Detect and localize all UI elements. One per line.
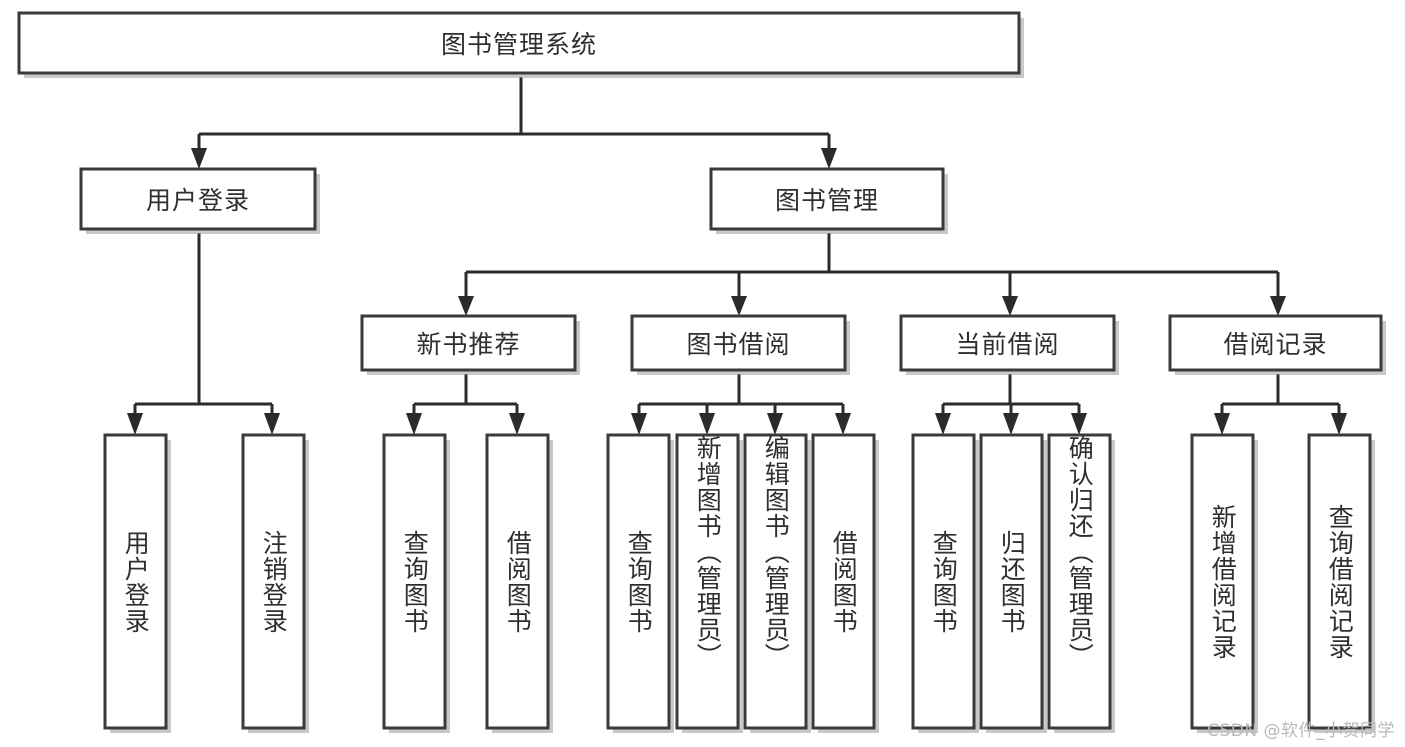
arrow-to-book-borrow — [731, 296, 747, 316]
node-borrow-record[interactable] — [1168, 314, 1386, 375]
new-book-rec-box[interactable] — [360, 314, 577, 372]
connector-group-root-to-level2 — [191, 77, 837, 169]
arrow-to-leaf-query-book-rec — [406, 413, 422, 435]
arrow-to-leaf-borrow-book-rec — [509, 413, 525, 435]
current-borrow-box[interactable] — [899, 314, 1116, 372]
leaf-borrow-book-bb-box[interactable] — [811, 433, 876, 730]
node-leaf-return-book[interactable] — [979, 433, 1047, 733]
leaf-add-book-box[interactable] — [675, 433, 740, 730]
arrow-to-leaf-edit-book — [767, 413, 783, 435]
node-leaf-query-book-cb[interactable] — [911, 433, 979, 733]
leaf-return-book-box[interactable] — [979, 433, 1044, 730]
arrow-to-leaf-query-book-cb — [935, 413, 951, 435]
arrow-to-user-login — [191, 148, 207, 169]
node-leaf-add-record[interactable] — [1190, 433, 1258, 733]
node-leaf-borrow-book-bb[interactable] — [811, 433, 879, 733]
leaf-edit-book-box[interactable] — [743, 433, 808, 730]
book-borrow-box[interactable] — [630, 314, 847, 372]
node-book-manage[interactable] — [709, 167, 948, 234]
arrow-to-leaf-query-book-bb — [631, 413, 647, 435]
node-leaf-query-record[interactable] — [1307, 433, 1375, 733]
root-box[interactable] — [17, 11, 1021, 75]
user-login-box[interactable] — [79, 167, 317, 231]
node-new-book-rec[interactable] — [360, 314, 580, 375]
arrow-to-current-borrow — [1002, 296, 1018, 316]
arrow-to-leaf-user-login — [127, 413, 143, 435]
leaf-query-book-rec-box[interactable] — [382, 433, 447, 730]
leaf-query-book-bb-box[interactable] — [606, 433, 671, 730]
arrow-to-leaf-logout — [264, 413, 280, 435]
node-user-login[interactable] — [79, 167, 320, 234]
arrow-to-leaf-confirm-return — [1071, 413, 1087, 435]
arrow-to-leaf-borrow-book-bb — [835, 413, 851, 435]
watermark-text: CSDN @软件_小贺同学 — [1207, 721, 1395, 741]
leaf-add-record-box[interactable] — [1190, 433, 1255, 730]
node-leaf-confirm-return[interactable] — [1047, 433, 1115, 733]
arrow-to-leaf-add-record — [1214, 413, 1230, 435]
arrow-to-borrow-record — [1270, 296, 1286, 316]
node-leaf-add-book[interactable] — [675, 433, 743, 733]
node-leaf-query-book-bb[interactable] — [606, 433, 674, 733]
leaf-borrow-book-rec-box[interactable] — [485, 433, 550, 730]
node-leaf-user-login[interactable] — [103, 433, 171, 733]
arrow-to-leaf-query-record — [1331, 413, 1347, 435]
arrow-to-leaf-return-book — [1003, 413, 1019, 435]
leaf-query-book-cb-box[interactable] — [911, 433, 976, 730]
connector-group-new-book-rec-to-leaves — [406, 374, 525, 435]
node-leaf-query-book-rec[interactable] — [382, 433, 450, 733]
connector-group-current-borrow-to-leaves — [935, 374, 1087, 435]
arrow-to-leaf-add-book — [699, 413, 715, 435]
leaf-user-login-box[interactable] — [103, 433, 168, 730]
node-book-borrow[interactable] — [630, 314, 850, 375]
node-leaf-edit-book[interactable] — [743, 433, 811, 733]
connector-group-book-manage-to-level3 — [458, 233, 1286, 316]
connector-group-borrow-record-to-leaves — [1214, 374, 1347, 435]
leaf-confirm-return-box[interactable] — [1047, 433, 1112, 730]
leaf-logout-box[interactable] — [241, 433, 306, 730]
node-current-borrow[interactable] — [899, 314, 1119, 375]
node-leaf-logout[interactable] — [241, 433, 309, 733]
arrow-to-book-manage — [821, 148, 837, 169]
connector-group-book-borrow-to-leaves — [631, 374, 851, 435]
connector-group-user-login-to-leaves — [127, 233, 280, 435]
leaf-query-record-box[interactable] — [1307, 433, 1372, 730]
book-manage-box[interactable] — [709, 167, 945, 231]
arrow-to-new-book-rec — [458, 296, 474, 316]
borrow-record-box[interactable] — [1168, 314, 1383, 372]
node-root[interactable] — [17, 11, 1024, 78]
node-leaf-borrow-book-rec[interactable] — [485, 433, 553, 733]
